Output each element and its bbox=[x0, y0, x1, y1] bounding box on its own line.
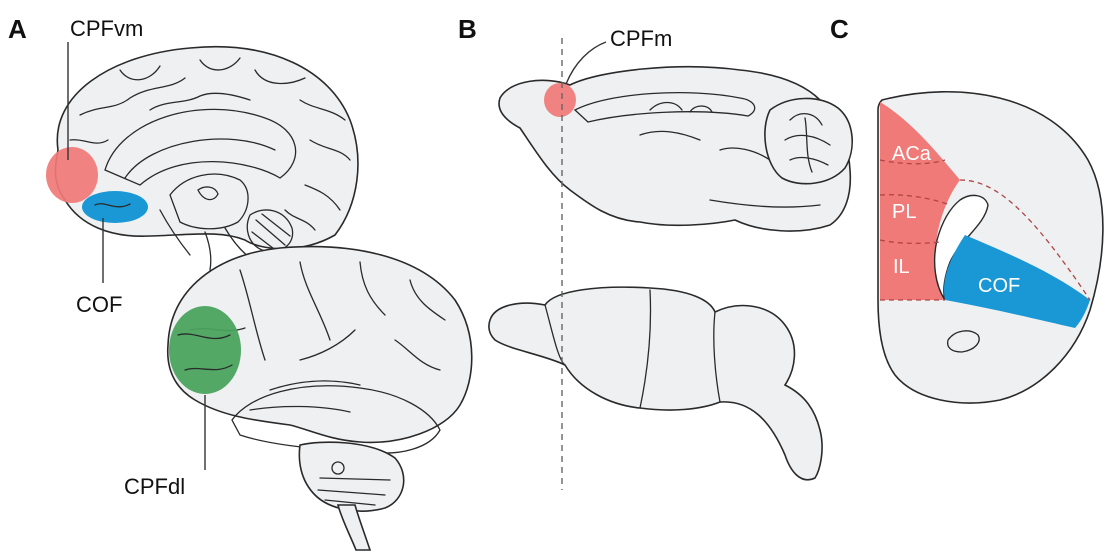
human-brain-lateral-view: CPFdl bbox=[124, 247, 472, 550]
cof-label-a: COF bbox=[76, 292, 122, 317]
panel-c-letter: C bbox=[830, 14, 849, 44]
panel-a: A bbox=[8, 14, 472, 550]
rodent-brain-dorsal-view bbox=[489, 287, 822, 480]
panel-b: B CPFm bbox=[458, 14, 852, 490]
cpfm-region bbox=[544, 83, 576, 117]
cof-label-c: COF bbox=[978, 275, 1020, 297]
panel-c: C ACa PL IL COF bbox=[830, 14, 1103, 403]
cpfvm-label: CPFvm bbox=[70, 16, 143, 41]
cpfdl-label: CPFdl bbox=[124, 474, 185, 499]
panel-a-letter: A bbox=[8, 14, 27, 44]
cpfm-label: CPFm bbox=[610, 26, 672, 51]
pl-label: PL bbox=[892, 201, 916, 223]
panel-b-letter: B bbox=[458, 14, 477, 44]
rodent-brain-sagittal-section: CPFm bbox=[499, 26, 852, 231]
aca-label: ACa bbox=[892, 143, 932, 165]
cpfdl-region bbox=[169, 306, 241, 394]
il-label: IL bbox=[893, 256, 910, 278]
cpfvm-region bbox=[46, 147, 98, 203]
